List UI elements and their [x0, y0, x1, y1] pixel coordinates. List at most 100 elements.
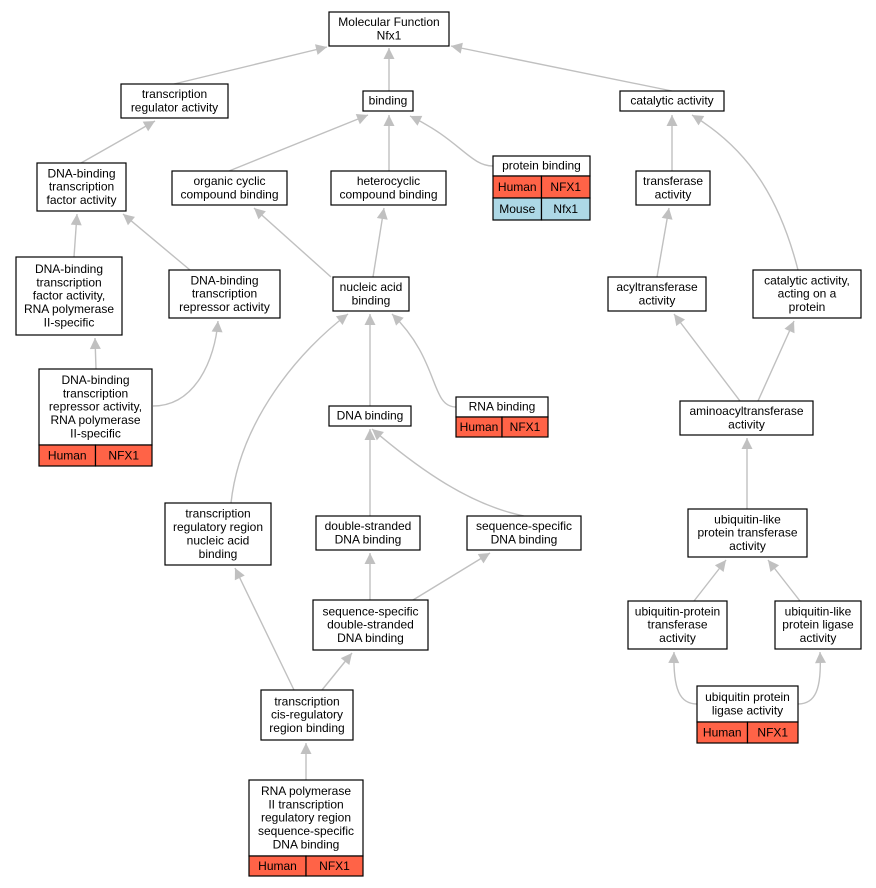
go-term-node-binding[interactable]: binding: [362, 90, 414, 112]
node-label-line: compound binding: [180, 187, 278, 201]
node-label-line: ubiquitin-like: [714, 512, 781, 526]
node-box: [38, 368, 153, 446]
node-label-line: aminoacyltransferase: [689, 404, 803, 418]
node-label-line: catalytic activity: [630, 94, 713, 108]
gene-label: Nfx1: [553, 202, 578, 216]
node-box: [627, 600, 728, 650]
node-box: [466, 515, 582, 551]
edge-tx_regulatory_region_na_binding-to-nucleic_acid_binding: [230, 313, 349, 504]
node-box: [679, 400, 814, 436]
edge-seq_specific_ds_dna_binding-to-double_stranded_dna_binding: [364, 553, 376, 600]
arrowhead: [692, 115, 705, 126]
node-label-line: double-stranded: [327, 618, 414, 632]
gene-label: NFX1: [319, 859, 350, 873]
node-label-line: ligase activity: [712, 703, 783, 717]
gene-cell: [501, 416, 549, 438]
edge-line: [234, 567, 295, 691]
arrowhead: [211, 321, 223, 333]
arrowhead: [372, 429, 384, 441]
edge-line: [228, 114, 369, 172]
node-box: [164, 502, 272, 566]
edge-nucleic_acid_binding-to-organic_cyclic_compound_binding: [253, 207, 332, 278]
node-label-line: nucleic acid: [187, 533, 250, 547]
edge-transcription_regulator_activity-to-root: [173, 44, 328, 85]
node-label-line: protein ligase: [782, 618, 854, 632]
edge-dna_binding_repressor-to-dna_binding_tf_activity: [122, 213, 191, 271]
gene-label: NFX1: [108, 449, 139, 463]
node-label-line: RNA polymerase: [24, 302, 114, 316]
arrowhead: [383, 115, 395, 126]
arrowhead: [355, 114, 368, 125]
go-term-node-dna-binding[interactable]: DNA binding: [328, 405, 412, 427]
gene-cell: [94, 444, 153, 467]
node-label-line: Nfx1: [377, 28, 402, 42]
edge-ubiquitin_protein_ligase-to-ubiquitin_protein_transferase: [668, 651, 698, 705]
arrowhead: [376, 208, 388, 220]
node-label-line: RNA binding: [469, 400, 536, 414]
arrowhead: [70, 214, 82, 226]
node-label-line: sequence-specific: [258, 824, 354, 838]
edge-line: [656, 207, 670, 278]
node-box: [328, 11, 450, 47]
node-label-line: acting on a: [778, 287, 837, 301]
node-label-line: DNA-binding: [47, 166, 115, 180]
node-label-line: transferase: [647, 618, 707, 632]
node-box: [687, 508, 808, 558]
edge-dna_binding_tf_pol2-to-dna_binding_tf_activity: [70, 213, 82, 258]
go-term-node-catalytic-activity[interactable]: catalytic activity: [619, 90, 725, 112]
gene-cell: [540, 197, 591, 221]
edge-line: [152, 320, 219, 407]
node-label-line: transferase: [643, 174, 703, 188]
node-label-line: protein: [789, 300, 826, 314]
node-label-line: factor activity,: [33, 289, 105, 303]
node-label-line: activity: [729, 539, 766, 553]
node-label-line: double-stranded: [325, 519, 412, 533]
edge-dna_binding-to-nucleic_acid_binding: [364, 314, 376, 406]
arrowhead: [741, 438, 753, 449]
edge-dna_binding_tf_activity-to-transcription_regulator_activity: [80, 120, 156, 164]
arrowhead: [340, 653, 352, 666]
arrowhead: [674, 314, 686, 327]
edge-dna_binding_repressor_pol2-to-dna_binding_tf_pol2: [89, 337, 101, 370]
node-label-line: transcription: [274, 694, 339, 708]
edge-ubiquitin_protein_transferase-to-ubiquitin_like_transferase: [693, 559, 727, 602]
edge-tx_cis_regulatory_binding-to-seq_specific_ds_dna_binding: [321, 652, 353, 691]
arrowhead: [714, 560, 726, 573]
species-label: Human: [460, 420, 499, 434]
gene-label: NFX1: [550, 180, 581, 194]
arrowhead: [392, 314, 404, 326]
node-label-line: RNA polymerase: [261, 784, 351, 798]
edge-seq_specific_ds_dna_binding-to-sequence_specific_dna_binding: [412, 552, 491, 601]
edge-nucleic_acid_binding-to-heterocyclic_compound_binding: [372, 207, 388, 278]
node-label-line: activity: [728, 417, 765, 431]
node-box: [774, 600, 862, 650]
